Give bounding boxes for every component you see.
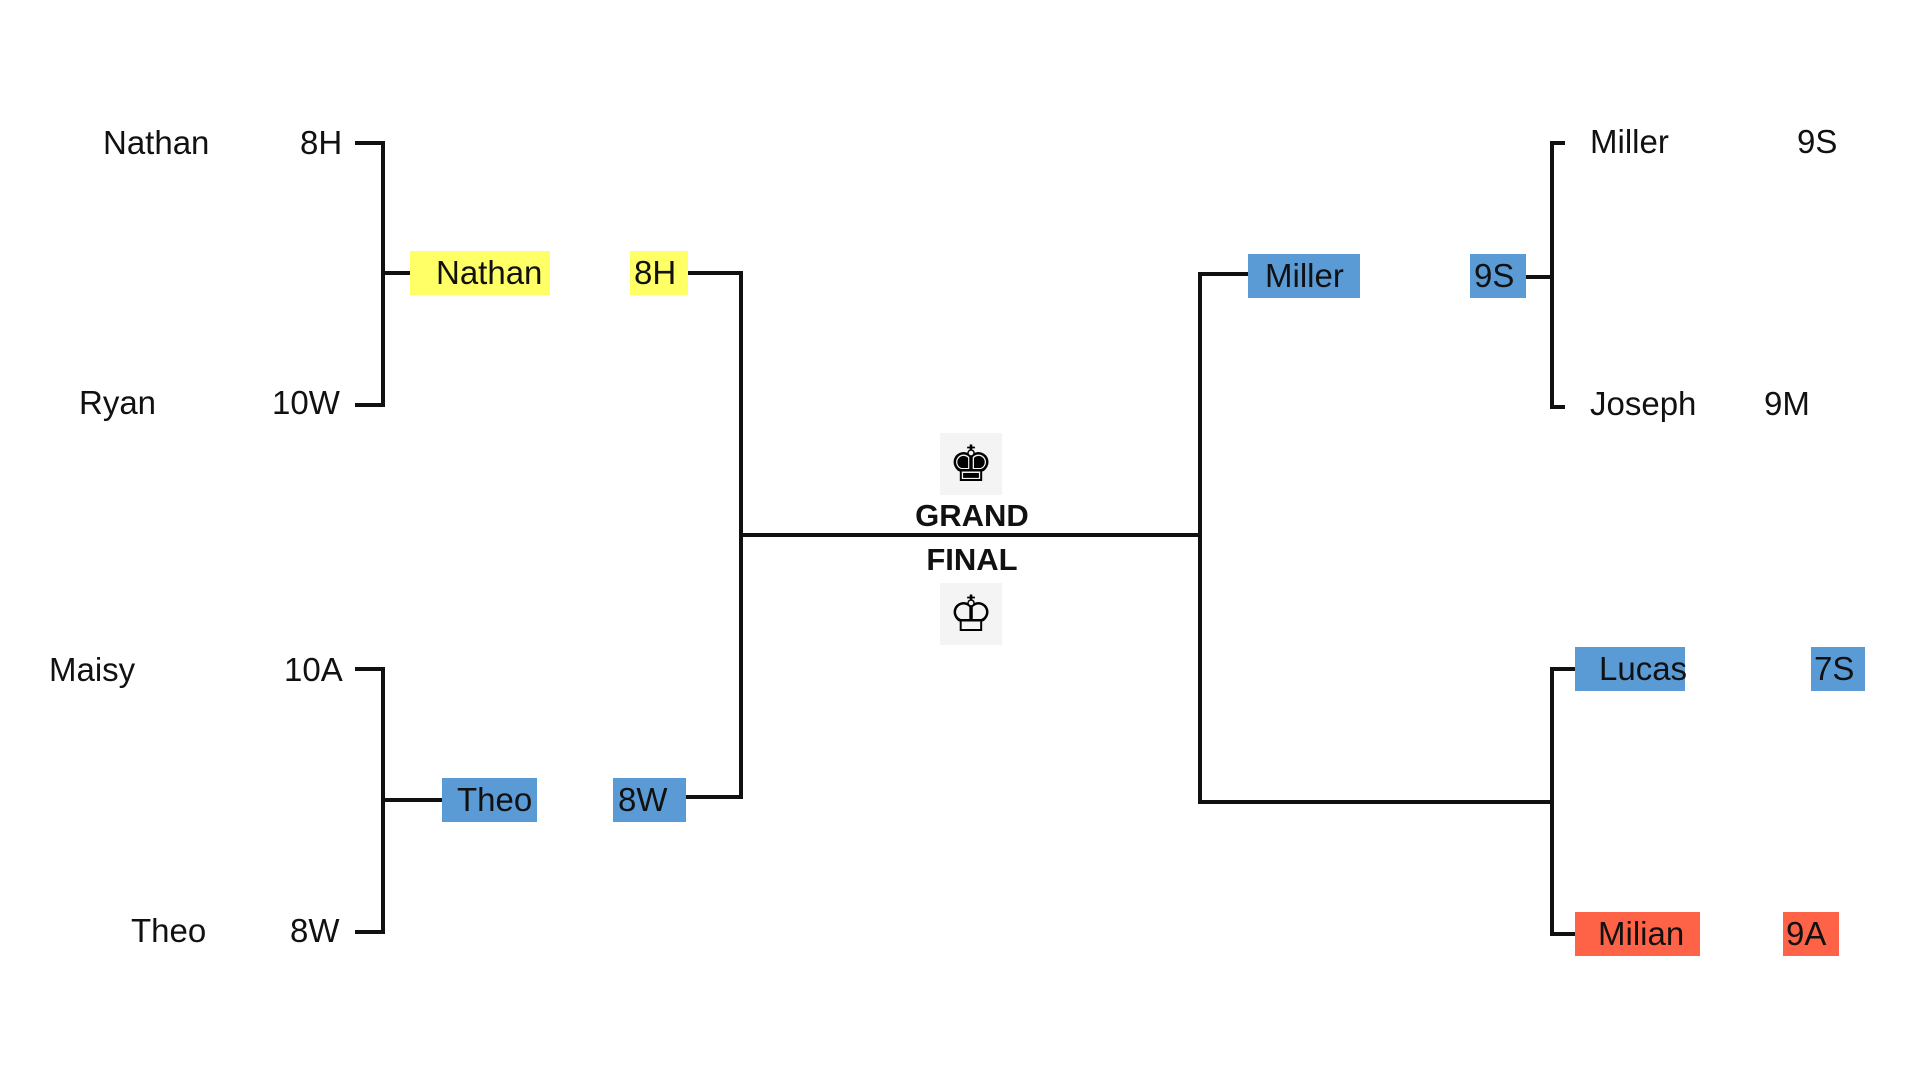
- connector-left-bottom: [355, 667, 385, 934]
- right-semi-form-1: 9S: [1470, 254, 1526, 298]
- right-r1-name-3: Lucas: [1575, 647, 1687, 691]
- left-semi-name-1: Nathan: [410, 251, 550, 295]
- left-semi-name-2: Theo: [442, 778, 537, 822]
- left-r1-form-1: 8H: [300, 124, 343, 161]
- final-label-line1: GRAND: [915, 498, 1029, 533]
- connector-right-semis: [1198, 272, 1552, 804]
- left-r1-name-3: Maisy: [49, 651, 136, 688]
- right-r1-form-4: 9A: [1783, 912, 1839, 956]
- left-r1-form-2: 10W: [272, 384, 340, 421]
- white-chess-king-icon: ♔: [940, 583, 1002, 645]
- connector-right-top: [1550, 141, 1565, 409]
- left-r1-form-4: 8W: [290, 912, 340, 949]
- left-r1-form-3: 10A: [284, 651, 343, 688]
- connector-left-semis: [684, 271, 743, 799]
- left-semi-form-1: 8H: [630, 251, 688, 295]
- final-label-line2: FINAL: [926, 542, 1018, 577]
- right-r1-form-2: 9M: [1764, 385, 1810, 422]
- left-semi-form-2: 8W: [613, 778, 686, 822]
- right-r1-form-1: 9S: [1797, 123, 1838, 160]
- left-r1-name-2: Ryan: [79, 384, 157, 421]
- connector-left-top: [355, 141, 385, 407]
- right-r1-name-1: Miller: [1590, 123, 1669, 160]
- black-chess-king-icon: ♚: [940, 433, 1002, 495]
- right-r1-form-3: 7S: [1811, 647, 1865, 691]
- right-r1-name-4: Milian: [1575, 912, 1700, 956]
- right-semi-name-1: Miller: [1248, 254, 1360, 298]
- left-r1-name-4: Theo: [131, 912, 207, 949]
- connector-right-bottom: [1550, 667, 1575, 936]
- left-r1-name-1: Nathan: [103, 124, 210, 161]
- right-r1-name-2: Joseph: [1590, 385, 1697, 422]
